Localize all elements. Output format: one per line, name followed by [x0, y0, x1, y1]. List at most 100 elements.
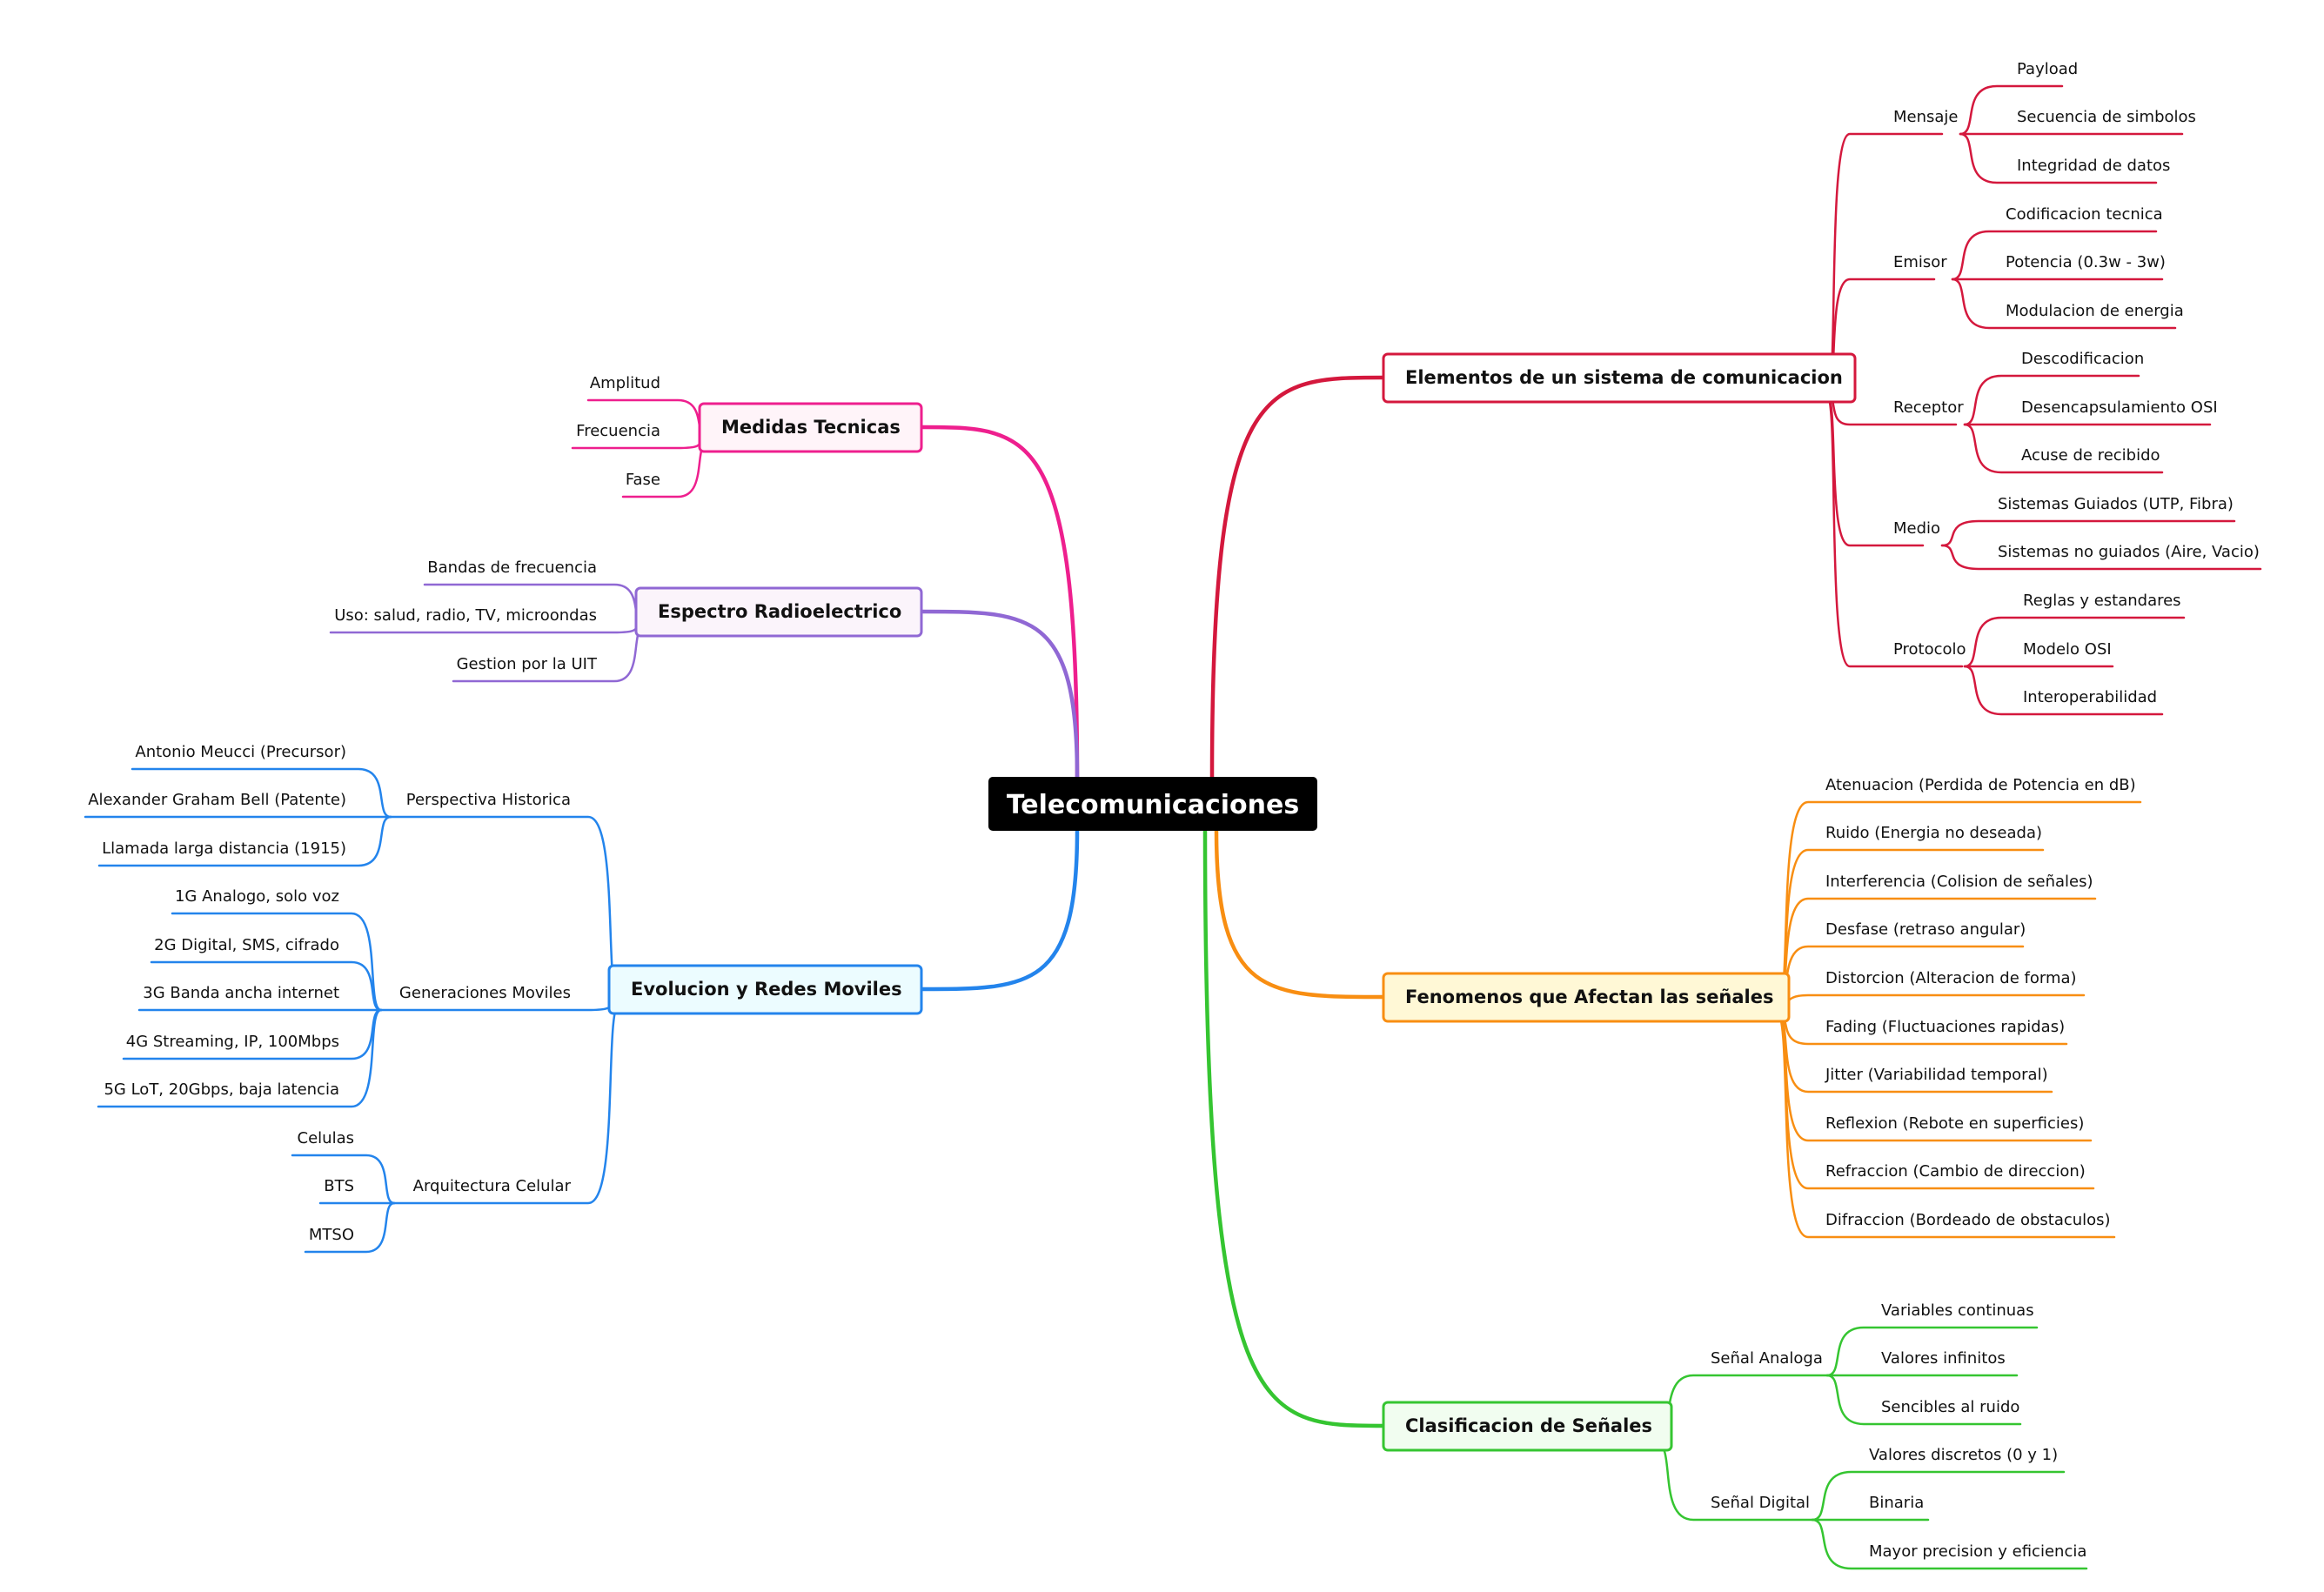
branch-connector — [150, 960, 383, 1012]
leaf-label: 2G Digital, SMS, cifrado — [154, 936, 339, 954]
leaf-label: BTS — [324, 1177, 354, 1195]
leaf-node[interactable]: Valores discretos (0 y 1) — [1869, 1446, 2058, 1464]
leaf-node[interactable]: 3G Banda ancha internet — [143, 984, 339, 1002]
leaf-node[interactable]: Desencapsulamiento OSI — [2021, 398, 2218, 417]
branch-connector — [571, 440, 710, 450]
leaf-node[interactable]: Fase — [626, 471, 660, 489]
sub-node-medio[interactable]: Medio — [1893, 519, 1940, 538]
sub-node-label: Arquitectura Celular — [413, 1177, 572, 1195]
leaf-node[interactable]: Gestion por la UIT — [457, 655, 598, 673]
leaf-label: Ruido (Energia no deseada) — [1825, 824, 2042, 842]
sub-node-senal-analoga[interactable]: Señal Analoga — [1711, 1349, 1823, 1368]
branch-connector — [1940, 519, 2236, 547]
leaf-node[interactable]: Sistemas Guiados (UTP, Fibra) — [1998, 495, 2234, 513]
leaf-node[interactable]: MTSO — [309, 1226, 354, 1244]
sub-node-perspectiva-historica[interactable]: Perspectiva Historica — [406, 791, 571, 809]
leaf-node[interactable]: Potencia (0.3w - 3w) — [2006, 253, 2166, 271]
sub-node-mensaje[interactable]: Mensaje — [1893, 108, 1959, 126]
leaf-node[interactable]: Modelo OSI — [2023, 640, 2112, 659]
sub-node-receptor[interactable]: Receptor — [1893, 398, 1964, 417]
leaf-node[interactable]: Interoperabilidad — [2023, 688, 2157, 706]
main-node-label: Fenomenos que Afectan las señales — [1405, 987, 1774, 1007]
leaf-node[interactable]: 2G Digital, SMS, cifrado — [154, 936, 339, 954]
leaf-node[interactable]: Alexander Graham Bell (Patente) — [88, 791, 346, 809]
connector-lines — [84, 84, 2262, 1570]
branch-espectro: Espectro Radioelectrico Bandas de frecue… — [334, 559, 923, 673]
leaf-node[interactable]: Payload — [2017, 60, 2078, 78]
sub-node-label: Señal Digital — [1711, 1494, 1810, 1512]
sub-node-senal-digital[interactable]: Señal Digital — [1711, 1494, 1810, 1512]
sub-node-generaciones-moviles[interactable]: Generaciones Moviles — [399, 984, 571, 1002]
leaf-node[interactable]: Variables continuas — [1881, 1301, 2034, 1320]
branch-connector — [1963, 616, 2186, 668]
leaf-label: Jitter (Variabilidad temporal) — [1825, 1066, 2048, 1084]
leaf-label: Desfase (retraso angular) — [1825, 920, 2026, 939]
root-node[interactable]: Telecomunicaciones — [988, 777, 1317, 831]
leaf-node[interactable]: Atenuacion (Perdida de Potencia en dB) — [1825, 776, 2136, 794]
leaf-node[interactable]: Sistemas no guiados (Aire, Vacio) — [1998, 543, 2260, 561]
leaf-node[interactable]: Binaria — [1869, 1494, 1924, 1512]
leaf-node[interactable]: 1G Analogo, solo voz — [175, 887, 339, 906]
leaf-label: Sistemas Guiados (UTP, Fibra) — [1998, 495, 2234, 513]
branch-connector — [329, 625, 646, 634]
leaf-node[interactable]: Valores infinitos — [1881, 1349, 2006, 1368]
sub-node-emisor[interactable]: Emisor — [1893, 253, 1947, 271]
leaf-node[interactable]: Reglas y estandares — [2023, 592, 2181, 610]
branch-connector — [1959, 132, 2158, 184]
sub-node-label: Perspectiva Historica — [406, 791, 571, 809]
leaf-node[interactable]: Frecuencia — [576, 422, 660, 440]
leaf-node[interactable]: BTS — [324, 1177, 354, 1195]
leaf-node[interactable]: Secuencia de simbolos — [2017, 108, 2196, 126]
leaf-node[interactable]: Celulas — [298, 1129, 354, 1147]
leaf-node[interactable]: Sencibles al ruido — [1881, 1398, 2019, 1416]
trunk-connector — [1214, 828, 1386, 1000]
leaf-label: Variables continuas — [1881, 1301, 2034, 1320]
leaf-node[interactable]: Mayor precision y eficiencia — [1869, 1542, 2086, 1561]
main-node-elementos[interactable]: Elementos de un sistema de comunicacion — [1382, 352, 1857, 404]
leaf-label: Gestion por la UIT — [457, 655, 598, 673]
leaf-node[interactable]: Fading (Fluctuaciones rapidas) — [1825, 1018, 2065, 1036]
leaf-node[interactable]: 5G LoT, 20Gbps, baja latencia — [104, 1080, 339, 1099]
leaf-node[interactable]: Interferencia (Colision de señales) — [1825, 873, 2093, 891]
leaf-node[interactable]: Distorcion (Alteracion de forma) — [1825, 969, 2077, 987]
main-node-fenomenos[interactable]: Fenomenos que Afectan las señales — [1382, 972, 1791, 1023]
leaf-node[interactable]: Uso: salud, radio, TV, microondas — [334, 606, 597, 625]
leaf-label: Fase — [626, 471, 660, 489]
branch-connector — [97, 815, 392, 867]
leaf-node[interactable]: Antonio Meucci (Precursor) — [135, 743, 346, 761]
leaf-node[interactable]: Amplitud — [590, 374, 660, 392]
leaf-label: Llamada larga distancia (1915) — [102, 839, 346, 858]
leaf-node[interactable]: Jitter (Variabilidad temporal) — [1825, 1066, 2048, 1084]
leaf-node[interactable]: Acuse de recibido — [2021, 446, 2160, 465]
leaf-label: Sistemas no guiados (Aire, Vacio) — [1998, 543, 2260, 561]
leaf-node[interactable]: 4G Streaming, IP, 100Mbps — [126, 1033, 339, 1051]
leaf-label: Integridad de datos — [2017, 157, 2170, 175]
leaf-label: Modulacion de energia — [2006, 302, 2184, 320]
leaf-label: Codificacion tecnica — [2006, 205, 2163, 224]
leaf-node[interactable]: Bandas de frecuencia — [427, 559, 597, 577]
leaf-node[interactable]: Reflexion (Rebote en superficies) — [1825, 1114, 2084, 1133]
sub-node-label: Señal Analoga — [1711, 1349, 1823, 1368]
leaf-node[interactable]: Descodificacion — [2021, 350, 2144, 368]
main-node-espectro[interactable]: Espectro Radioelectrico — [634, 586, 923, 638]
leaf-node[interactable]: Modulacion de energia — [2006, 302, 2184, 320]
main-node-box — [1382, 1401, 1673, 1452]
branch-connector — [1951, 230, 2158, 281]
branch-connector — [1963, 374, 2140, 426]
leaf-node[interactable]: Desfase (retraso angular) — [1825, 920, 2026, 939]
leaf-node[interactable]: Codificacion tecnica — [2006, 205, 2163, 224]
leaf-node[interactable]: Llamada larga distancia (1915) — [102, 839, 346, 858]
main-node-evolucion[interactable]: Evolucion y Redes Moviles — [607, 964, 923, 1015]
main-node-clasificacion[interactable]: Clasificacion de Señales — [1382, 1401, 1673, 1452]
branch-clasificacion: Clasificacion de Señales Señal Analoga S… — [1382, 1301, 2086, 1561]
branch-connector — [1811, 1470, 2066, 1522]
leaf-node[interactable]: Difraccion (Bordeado de obstaculos) — [1825, 1211, 2111, 1229]
leaf-node[interactable]: Refraccion (Cambio de direccion) — [1825, 1162, 2086, 1181]
leaf-node[interactable]: Integridad de datos — [2017, 157, 2170, 175]
sub-node-arquitectura-celular[interactable]: Arquitectura Celular — [413, 1177, 572, 1195]
leaf-node[interactable]: Ruido (Energia no deseada) — [1825, 824, 2042, 842]
branch-connector — [1775, 993, 2086, 1014]
trunk-connector — [1209, 375, 1386, 779]
main-node-medidas[interactable]: Medidas Tecnicas — [698, 402, 923, 453]
sub-node-protocolo[interactable]: Protocolo — [1893, 640, 1966, 659]
